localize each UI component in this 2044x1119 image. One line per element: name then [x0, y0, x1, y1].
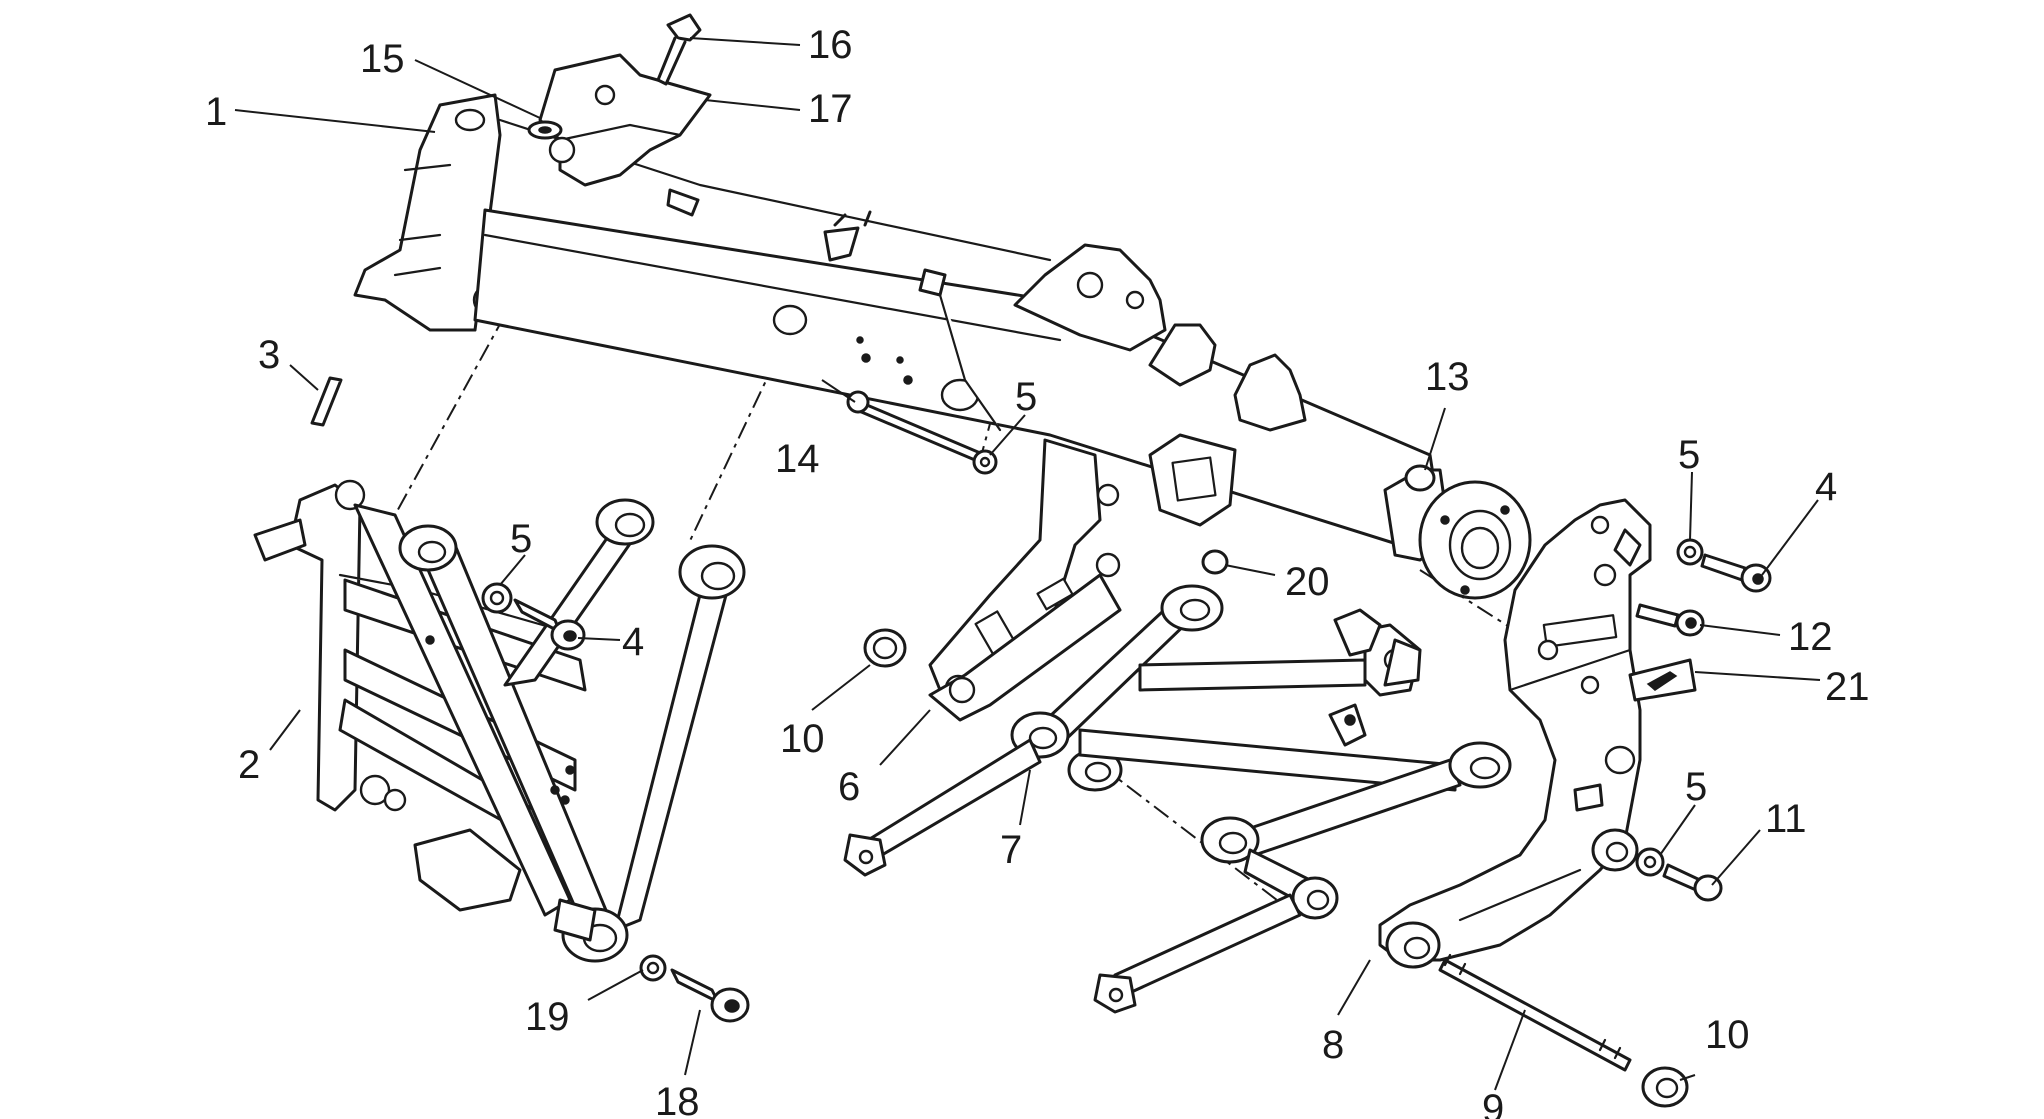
- washer-5-rear-bottom: [1635, 847, 1665, 877]
- callout-12: 12: [1788, 615, 1833, 659]
- callout-3: 3: [258, 333, 280, 377]
- callout-14: 14: [775, 437, 820, 481]
- bolt-11: [1662, 863, 1723, 902]
- callout-4-rear: 4: [1815, 465, 1837, 509]
- callout-6: 6: [838, 765, 860, 809]
- callout-20: 20: [1285, 560, 1330, 604]
- bolt-9: [1438, 953, 1632, 1072]
- callout-15: 15: [360, 37, 405, 81]
- washer-19: [639, 954, 667, 982]
- washer-5-mid: [972, 449, 998, 475]
- bolt-16: [656, 13, 702, 86]
- callout-5-front: 5: [510, 517, 532, 561]
- label-21: [1628, 658, 1697, 702]
- callout-10-right: 10: [1705, 1013, 1750, 1057]
- nut-20: [1201, 549, 1229, 575]
- nut-10-right: [1641, 1066, 1689, 1108]
- callout-21: 21: [1825, 665, 1870, 709]
- link-6: [928, 573, 1122, 722]
- front-subframe: [253, 479, 746, 963]
- pin-3: [310, 376, 343, 427]
- callout-8: 8: [1322, 1023, 1344, 1067]
- callout-13: 13: [1425, 355, 1470, 399]
- wishbone-lower: [1093, 638, 1512, 1014]
- washer-5-front: [481, 582, 513, 614]
- bolt-4-rear: [1700, 553, 1772, 593]
- callout-10-left: 10: [780, 717, 825, 761]
- callout-19: 19: [525, 995, 570, 1039]
- rear-plate-8: [1378, 498, 1652, 969]
- callout-18: 18: [655, 1080, 700, 1119]
- callout-17: 17: [808, 87, 853, 131]
- callout-9: 9: [1482, 1087, 1504, 1119]
- callout-5-rear-top: 5: [1678, 433, 1700, 477]
- bracket-mid: [1333, 608, 1382, 657]
- bolt-4-front: [513, 598, 586, 651]
- callout-7: 7: [1000, 828, 1022, 872]
- cover-plate: [538, 53, 712, 187]
- leader-lines: [234, 37, 1821, 1091]
- nut-13: [1404, 464, 1436, 492]
- callout-2: 2: [238, 743, 260, 787]
- washer-15: [527, 120, 563, 140]
- washer-5-rear-top: [1676, 538, 1704, 566]
- bolt-18: [670, 968, 750, 1023]
- callout-11: 11: [1765, 797, 1807, 841]
- callout-16: 16: [808, 23, 853, 67]
- callout-5-rear-bottom: 5: [1685, 765, 1707, 809]
- bolt-12: [1635, 603, 1705, 637]
- callout-5-mid: 5: [1015, 375, 1037, 419]
- nut-10-left: [863, 628, 907, 668]
- wishbone-7: [843, 584, 1457, 877]
- callout-numbers: 1 2 3 4 4 5 5 5 5 6 7 8 9 10 10 11 12 13…: [205, 23, 1870, 1119]
- callout-1: 1: [205, 90, 227, 134]
- callout-4-front: 4: [622, 620, 644, 664]
